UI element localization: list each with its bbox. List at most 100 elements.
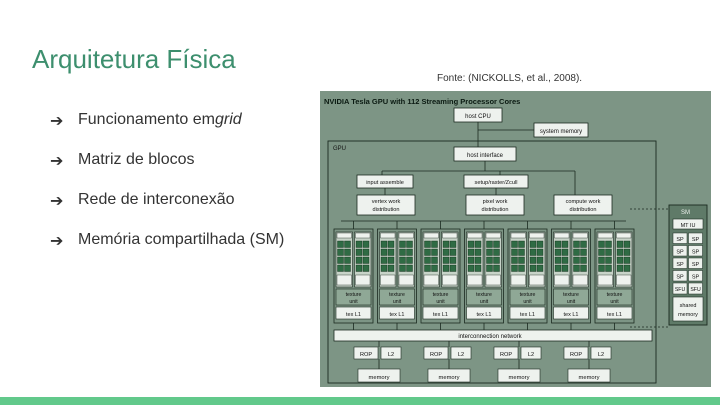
sp-core [362,256,370,264]
sm-instruction-unit [380,232,396,239]
texture-unit-label: texture [476,292,492,298]
sp-core [337,240,344,248]
bullet-text: Matriz de blocos [78,151,195,168]
sp-core [605,248,612,256]
sp-core [623,264,631,272]
sp-core [561,240,569,248]
sp-core [406,264,413,272]
sp-core [442,240,450,248]
sm-sp-label: SP [692,262,700,268]
sp-core [518,256,525,264]
sp-core [536,264,544,272]
sm-instruction-unit [485,232,501,239]
sp-core [573,240,580,248]
sp-core [573,248,580,256]
vertex-work-label: vertex work [372,199,401,205]
l2-box [520,346,542,360]
sp-core [344,264,351,272]
rop-box [493,346,519,360]
tex-l1-box [466,306,502,320]
l2-box [450,346,472,360]
sm-sfu-label: SFU [690,287,701,293]
sp-core [424,248,431,256]
sp-core [467,240,475,248]
sp-core [449,240,457,248]
sm-shared-memory [510,274,526,286]
bullet-text: Rede de interconexão [78,191,235,208]
sp-core [474,240,482,248]
sm-shared-memory [597,274,613,286]
tex-l1-box [553,306,589,320]
gpu-label: GPU [333,146,346,152]
sp-core [554,256,562,264]
sp-core [431,256,438,264]
l2-label: L2 [598,352,604,358]
sp-core [474,256,482,264]
texture-unit-box [466,288,502,306]
arrow-icon: ➔ [50,190,64,210]
l2-label: L2 [388,352,394,358]
rop-box [563,346,589,360]
memory-label: memory [579,375,600,381]
memory-label: memory [509,375,530,381]
sp-core [449,248,457,256]
sm-sfu-box [688,282,703,295]
sp-core [424,264,431,272]
sm-instruction-unit [529,232,545,239]
l2-label: L2 [458,352,464,358]
texture-unit-label-2: unit [436,299,445,305]
sp-core [337,264,344,272]
sm-label: SM [681,210,690,216]
texture-unit-label: texture [563,292,579,298]
sm-shared-memory [336,274,352,286]
bullet-text: Funcionamento em [78,111,215,128]
texture-unit-label: texture [346,292,362,298]
bullet-italic: grid [214,111,242,128]
sp-core [486,240,493,248]
memory-label: memory [439,375,460,381]
sm-shared-memory [398,274,414,286]
mt-iu-label: MT IU [681,223,696,229]
sm-shared-memory [529,274,545,286]
texture-unit-label: texture [520,292,536,298]
system-memory-label: system memory [540,129,582,135]
sm-sp-box [672,270,688,282]
sp-core [573,264,580,272]
sp-core [486,256,493,264]
sp-core [486,248,493,256]
pixel-work-label-2: distribution [481,207,508,213]
sp-core [518,240,525,248]
sp-core [467,256,475,264]
sp-core [431,240,438,248]
texture-unit-label-2: unit [567,299,576,305]
sm-shared-memory [485,274,501,286]
sp-core [580,256,587,264]
sp-core [580,248,587,256]
sp-core [623,240,631,248]
sm-sp-label: SP [676,237,684,243]
sm-sp-label: SP [692,275,700,281]
sp-core [529,256,537,264]
sp-core [536,240,544,248]
figure-source: Fonte: (NICKOLLS, et al., 2008). [437,73,583,84]
memory-box [427,368,471,383]
sp-core [561,264,569,272]
sp-core [344,256,351,264]
texture-unit-box [509,288,546,306]
bullet-item: ➔Funcionamento em grid [50,100,284,140]
sp-core [442,248,450,256]
interconnect-label: interconnection network [458,334,522,340]
sp-core [580,240,587,248]
sp-core [493,256,500,264]
sm-instruction-unit [336,232,352,239]
texture-unit-box [596,288,633,306]
sp-core [554,240,562,248]
sm-instruction-unit [467,232,483,239]
sm-shared-memory [554,274,570,286]
tex-l1-box [422,306,459,320]
sp-core [399,248,406,256]
sp-core [387,240,395,248]
sm-instruction-unit [510,232,526,239]
system-memory-box [533,122,589,138]
